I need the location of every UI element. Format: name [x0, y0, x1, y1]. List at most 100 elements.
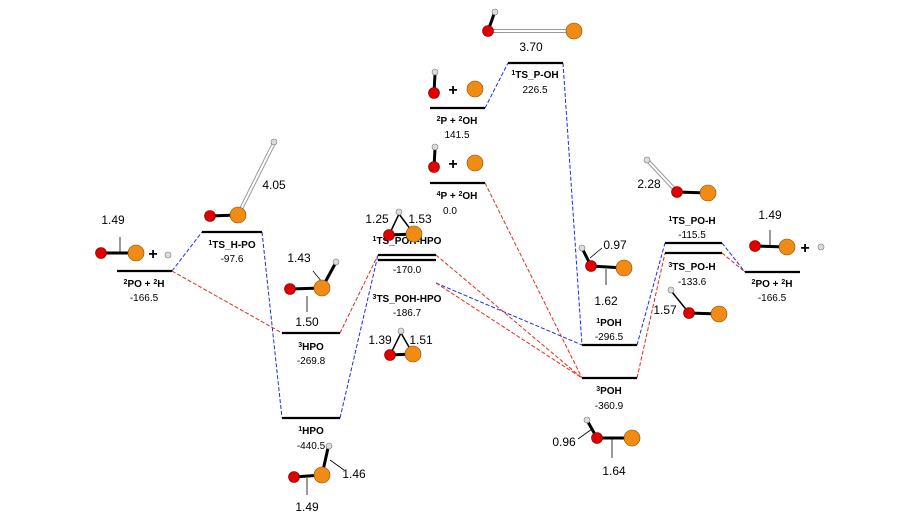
phosphorus-atom — [778, 238, 796, 256]
label-ts-poh-hpo-3: 3TS_POH-HPO — [373, 294, 442, 305]
blue-dash-7 — [636, 242, 666, 346]
label-poh-3: 3POH — [596, 386, 622, 397]
hydrogen-atom — [164, 251, 172, 259]
leader-line — [577, 428, 593, 440]
energy-ts-po-h-1: -115.5 — [678, 230, 706, 241]
singlet-pathway — [171, 62, 746, 419]
label-hpo-1: 1HPO — [298, 426, 324, 437]
molecule-ts-p-oh: 3.70 — [482, 8, 583, 54]
triplet-pathway — [171, 182, 746, 379]
energy-ts-p-oh: 226.5 — [522, 85, 547, 96]
bond-length-hpo1-ph: 1.46 — [342, 467, 366, 481]
phosphorus-atom — [615, 259, 633, 277]
label-ts-h-po: 1TS_H-PO — [208, 240, 255, 251]
molecule-ts-poh-hpo-1: 1.25 1.53 — [365, 208, 432, 243]
phosphorus-atom — [466, 80, 484, 98]
molecule-po-h-right: 1.49 + — [749, 208, 825, 257]
bond-length-poh3-po: 1.64 — [602, 464, 626, 478]
oxygen-atom — [683, 307, 695, 319]
label-ts-po-h-1: 1TS_PO-H — [668, 216, 715, 227]
energy-poh-1: -296.5 — [595, 332, 624, 343]
bond-length-ts-po-h3: 1.57 — [653, 303, 677, 317]
oh-bond-inner — [647, 160, 678, 193]
red-dash-7 — [721, 252, 746, 273]
energy-p-oh-2: 141.5 — [444, 130, 469, 141]
molecule-po-h-left: 1.49 + — [95, 213, 172, 263]
leader-line — [589, 247, 603, 259]
molecule-poh-1: 0.97 1.62 — [578, 238, 633, 308]
energy-ts-h-po: -97.6 — [221, 254, 244, 265]
blue-dash-4 — [435, 282, 583, 346]
molecule-ts-poh-hpo-3: 1.39 1.51 — [368, 327, 433, 363]
hydrogen-atom — [431, 68, 439, 76]
energy-po-h-left: -166.5 — [130, 293, 159, 304]
label-ts-poh-hpo-1: 1TS_POH-HPO — [373, 236, 442, 247]
molecule-p-oh-4: + — [428, 143, 484, 173]
plus-sign: + — [448, 156, 457, 173]
plus-sign: + — [148, 246, 157, 263]
oxygen-atom — [95, 247, 107, 259]
bond-length-poh3-oh: 0.96 — [552, 435, 576, 449]
bond-length-poh1-oh: 0.97 — [603, 238, 627, 252]
label-po-h-right: 2PO + 2H — [752, 279, 793, 290]
oxygen-atom — [591, 432, 603, 444]
energy-hpo-3: -269.8 — [297, 356, 326, 367]
red-dash-5 — [484, 182, 583, 379]
oxygen-atom — [383, 229, 395, 241]
molecule-ts-po-h-1: 2.28 — [637, 156, 717, 202]
bond-length-ts-po-h1: 2.28 — [637, 177, 661, 191]
hydrogen-atom — [431, 143, 439, 151]
energy-po-h-right: -166.5 — [758, 293, 787, 304]
red-dash-4 — [435, 282, 583, 379]
hydrogen-atom — [491, 8, 499, 16]
label-hpo-3: 3HPO — [298, 342, 324, 353]
blue-dash-6 — [562, 62, 583, 346]
phosphorus-atom — [623, 429, 641, 447]
phosphorus-atom — [229, 206, 247, 224]
blue-dash-5 — [484, 62, 509, 109]
red-dash-1 — [171, 270, 283, 334]
oxygen-atom — [749, 240, 761, 252]
energy-ts-po-h-3: -133.6 — [678, 277, 707, 288]
phosphorus-atom — [565, 22, 583, 40]
bond-length-ts-h-po: 4.05 — [262, 178, 286, 192]
bond-length-hpo3-ph: 1.43 — [287, 251, 311, 265]
phosphorus-atom — [405, 225, 423, 243]
molecule-poh-3: 0.96 1.64 — [552, 416, 641, 478]
hydrogen-atom — [667, 286, 675, 294]
phosphorus-atom — [404, 345, 422, 363]
plus-sign: + — [448, 82, 457, 99]
hydrogen-atom — [270, 138, 278, 146]
hydrogen-atom — [332, 258, 340, 266]
label-ts-p-oh: 1TS_P-OH — [511, 70, 558, 81]
energy-hpo-1: -440.5 — [297, 441, 326, 452]
molecule-ts-h-po: 4.05 — [204, 138, 286, 224]
oxygen-atom — [482, 25, 494, 37]
bond-length-ts1-ph: 1.53 — [408, 212, 432, 226]
red-dash-2 — [339, 254, 379, 334]
bond-length-hpo1-po: 1.49 — [295, 500, 319, 514]
bond-length-ts3-oh: 1.39 — [368, 333, 392, 347]
species-labels: 2PO + 2H -166.5 1TS_H-PO -97.6 3HPO -269… — [124, 70, 793, 452]
red-dash-6 — [636, 252, 666, 379]
phosphorus-atom — [313, 466, 331, 484]
oxygen-atom — [288, 471, 300, 483]
molecule-hpo-3: 1.43 1.50 — [284, 251, 340, 329]
hydrogen-atom — [397, 327, 405, 335]
blue-dash-2 — [261, 231, 283, 419]
phosphorus-atom — [466, 154, 484, 172]
energy-ts-poh-hpo-3: -186.7 — [393, 308, 422, 319]
hydrogen-atom — [583, 416, 591, 424]
hydrogen-atom — [817, 243, 825, 251]
blue-dash-8 — [721, 242, 746, 273]
oxygen-atom — [671, 186, 683, 198]
red-dash-3 — [435, 254, 583, 379]
label-po-h-left: 2PO + 2H — [124, 279, 165, 290]
bond-length-ts-p-oh: 3.70 — [519, 40, 543, 54]
energy-p-oh-4: 0.0 — [443, 206, 457, 217]
energy-levels — [117, 61, 800, 420]
energy-ts-poh-hpo-1: -170.0 — [393, 265, 422, 276]
bond-length-po-left: 1.49 — [101, 213, 125, 227]
oxygen-atom — [428, 161, 440, 173]
